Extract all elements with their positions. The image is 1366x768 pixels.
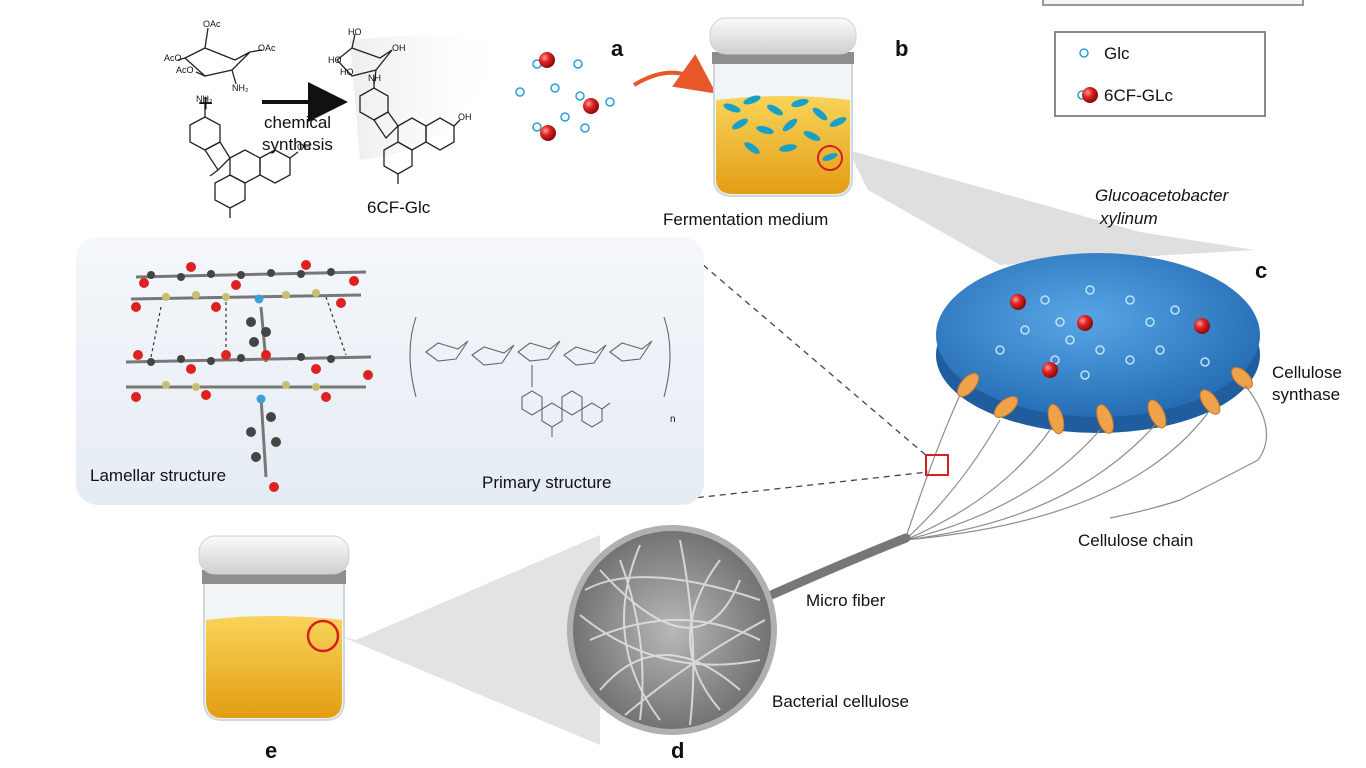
group-oac-top: OAc — [203, 19, 221, 29]
fermentation-jar — [709, 17, 857, 197]
cellulose-chains — [904, 384, 1268, 541]
cellulose-synthase-label-2: synthase — [1272, 385, 1341, 404]
bacterial-cellulose-label: Bacterial cellulose — [772, 692, 910, 711]
legend-label-6cf-glc: 6CF-GLc — [1104, 86, 1173, 105]
zoom-fan-b-c — [848, 150, 1255, 265]
structure-graphics — [125, 260, 671, 492]
zoom-fan-product — [350, 35, 500, 160]
group-nh2: NH₂ — [232, 83, 249, 93]
legend-symbols — [1077, 48, 1098, 103]
legend-6cf-glc-symbol — [1082, 87, 1098, 103]
legend-glc-symbol — [1079, 48, 1089, 58]
group-nh2-dye: NH₂ — [196, 94, 213, 104]
fermentation-medium-label: Fermentation medium — [663, 210, 829, 229]
reactant-carboxyfluorescein — [189, 104, 299, 218]
group-aco-left2: AcO — [176, 65, 194, 75]
product-group-ho-top: HO — [348, 27, 362, 37]
panel-label-b: b — [895, 36, 909, 61]
panel-label-a: a — [611, 36, 624, 61]
lamellar-structure-label: Lamellar structure — [90, 466, 227, 485]
structure-panel — [76, 237, 704, 505]
legend-label-glc: Glc — [1104, 44, 1130, 63]
product-jar — [198, 535, 350, 721]
dashed-link-lower — [675, 471, 929, 501]
bacterium-name-1: Glucoacetobacter — [1095, 186, 1229, 205]
panel-label-c: c — [1255, 258, 1268, 283]
panel-label-e: e — [265, 738, 278, 763]
product-group-nh: NH — [368, 73, 381, 83]
product-group-oh-right: OH — [392, 43, 406, 53]
legend: Glc 6CF-GLc — [1054, 31, 1266, 117]
product-group-oh-dye: OH — [458, 112, 472, 122]
molecule-cloud — [515, 52, 615, 141]
micro-fiber-label: Micro fiber — [806, 591, 886, 610]
reactant-glucosamine — [177, 27, 263, 85]
cellulose-chain-label: Cellulose chain — [1078, 531, 1194, 550]
primary-structure-label: Primary structure — [482, 473, 612, 492]
cellulose-synthase-label-1: Cellulose — [1272, 363, 1342, 382]
lamellar-model — [125, 260, 373, 492]
product-name-label: 6CF-Glc — [367, 198, 431, 217]
plus-sign: + — [198, 88, 213, 118]
top-edge-bar — [1042, 0, 1304, 6]
product-group-ho-left: HO — [328, 55, 342, 65]
group-oh-dye: OH — [297, 142, 311, 152]
zoom-fan-e-d — [340, 535, 600, 745]
highlight-square — [925, 454, 949, 476]
chemical-synthesis-label-1: chemical — [264, 113, 332, 132]
feed-arrow — [632, 54, 717, 94]
product-group-ho-left2: HO — [340, 67, 354, 77]
group-oac-right: OAc — [258, 43, 276, 53]
group-aco-left: AcO — [164, 53, 182, 63]
dashed-link-upper — [694, 257, 929, 458]
micro-fiber — [755, 533, 911, 605]
bacterium-cell — [936, 253, 1260, 435]
sem-image-circle — [567, 525, 777, 735]
product-6cf-glc-structure — [336, 33, 461, 184]
highlight-circle-b — [817, 145, 843, 171]
panel-label-d: d — [671, 738, 685, 763]
chemical-synthesis-label-2: synthesis — [262, 135, 333, 154]
bacterium-name-2: xylinum — [1100, 209, 1158, 228]
highlight-circle-e — [306, 619, 340, 653]
repeat-unit-n: n — [670, 414, 676, 425]
primary-structure-formula — [409, 316, 671, 437]
